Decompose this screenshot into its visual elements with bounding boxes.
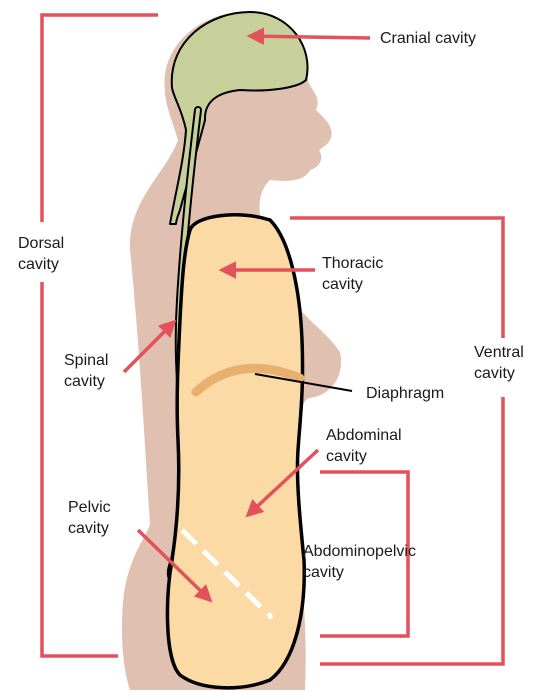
ventral-bracket bbox=[290, 216, 505, 666]
abdominal-cavity-label-line2: cavity bbox=[326, 448, 367, 465]
abdominopelvic-bracket bbox=[320, 470, 410, 638]
ventral-cavity-label-line2: cavity bbox=[474, 365, 515, 382]
spinal-cavity-label-line1: Spinal bbox=[64, 352, 108, 369]
pelvic-arrow bbox=[136, 528, 213, 603]
abdominal-arrow bbox=[245, 448, 320, 518]
thoracic-cavity-label-line2: cavity bbox=[322, 276, 363, 293]
abdominopelvic-cavity-label-line2: cavity bbox=[303, 564, 344, 581]
abdominal-cavity-label-line1: Abdominal bbox=[326, 427, 402, 444]
cranial-cavity-label: Cranial cavity bbox=[380, 30, 476, 47]
abdominopelvic-boundary bbox=[180, 528, 274, 620]
cranial-cavity bbox=[169, 11, 309, 225]
diaphragm-pointer-line bbox=[254, 373, 353, 392]
pelvic-cavity-label-line2: cavity bbox=[68, 520, 109, 537]
diaphragm bbox=[191, 363, 305, 397]
ventral-cavity bbox=[165, 213, 306, 690]
spinal-arrow bbox=[122, 319, 177, 374]
dorsal-cavity-label-line2: cavity bbox=[18, 256, 59, 273]
spinal-cavity-label-line2: cavity bbox=[64, 373, 105, 390]
ventral-cavity-label-line1: Ventral bbox=[474, 344, 524, 361]
diaphragm-label: Diaphragm bbox=[366, 385, 444, 402]
abdominopelvic-cavity-label-line1: Abdominopelvic bbox=[303, 543, 416, 560]
dorsal-bracket bbox=[40, 13, 158, 658]
dorsal-cavity-label-line1: Dorsal bbox=[18, 235, 64, 252]
thoracic-cavity-label-line1: Thoracic bbox=[322, 255, 383, 272]
cranial-arrow bbox=[246, 27, 371, 45]
pelvic-cavity-label-line1: Pelvic bbox=[68, 499, 111, 516]
